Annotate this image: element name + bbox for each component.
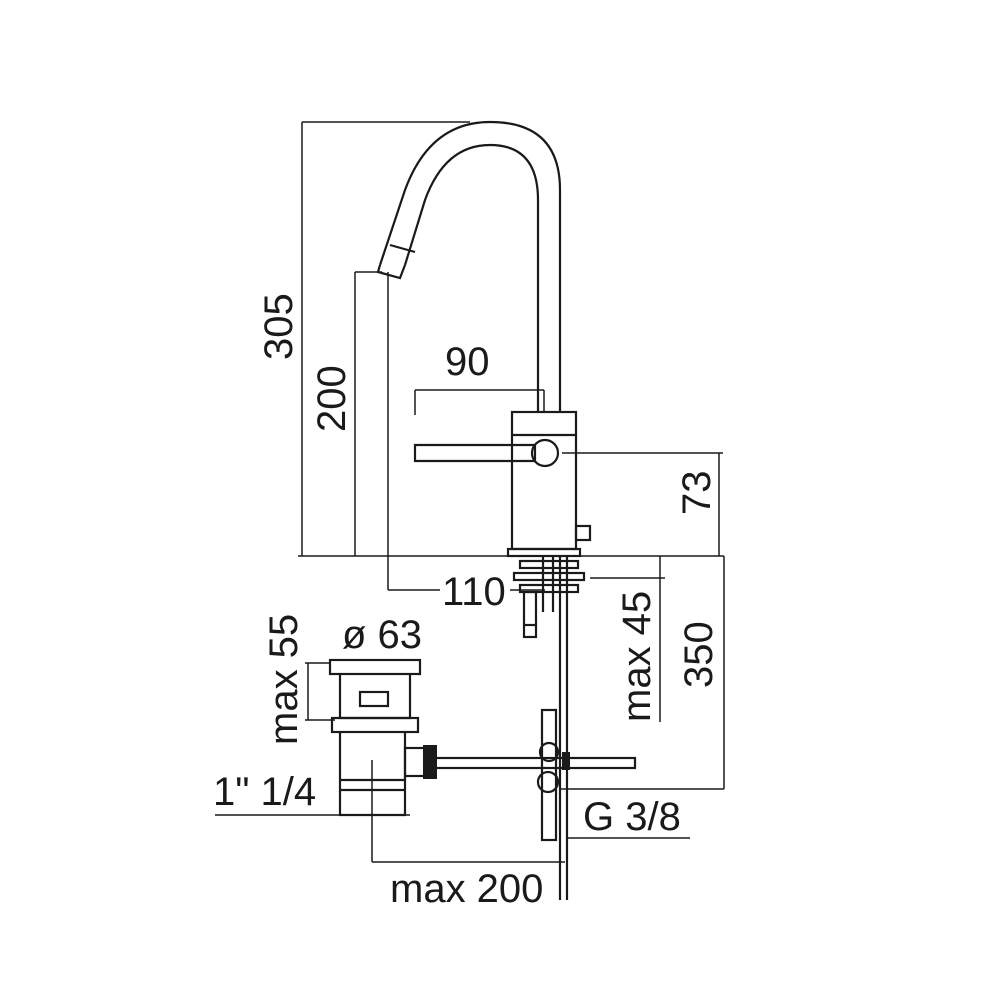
- dimension-labels: 305 200 90 73 110 max 45 350 ø 63 max 55…: [213, 293, 721, 911]
- label-max45: max 45: [615, 591, 659, 722]
- label-305: 305: [257, 293, 301, 360]
- fixing-washer-3: [518, 583, 580, 594]
- label-max55: max 55: [262, 614, 306, 745]
- tap-body-rect: [510, 410, 578, 551]
- label-110: 110: [442, 570, 506, 614]
- lever-pivot: [530, 438, 560, 468]
- dimension-lines: [215, 121, 725, 863]
- label-thread: 1" 1/4: [213, 770, 316, 814]
- fixing-washer-2: [512, 571, 586, 582]
- spout-tip-band: [389, 243, 416, 254]
- rod-clamp: [562, 752, 570, 770]
- rod-clip-lower: [536, 770, 560, 794]
- lever-handle: [413, 443, 537, 463]
- waste-slot: [358, 690, 390, 708]
- fixing-washer-1: [518, 559, 580, 570]
- spout-outer: [378, 120, 562, 412]
- waste-body-upper: [338, 674, 412, 720]
- spout-inner: [403, 143, 540, 412]
- horizontal-rod: [433, 756, 637, 770]
- waste-cap: [328, 658, 422, 676]
- popup-knob: [574, 524, 592, 542]
- label-g38: G 3/8: [583, 795, 681, 839]
- rod-clip-upper: [538, 741, 560, 763]
- label-73: 73: [675, 471, 719, 516]
- waste-nut: [330, 716, 420, 734]
- label-200: 200: [310, 365, 354, 432]
- tap-body: [376, 120, 637, 900]
- base-flange: [506, 547, 582, 558]
- waste-side-nut: [423, 745, 437, 779]
- label-90: 90: [445, 340, 490, 384]
- label-diameter: ø 63: [342, 613, 422, 657]
- label-max200: max 200: [390, 867, 543, 911]
- waste-assembly: [328, 658, 437, 817]
- spout-tip: [376, 264, 407, 280]
- label-350: 350: [677, 621, 721, 688]
- hose-tail: [522, 590, 538, 639]
